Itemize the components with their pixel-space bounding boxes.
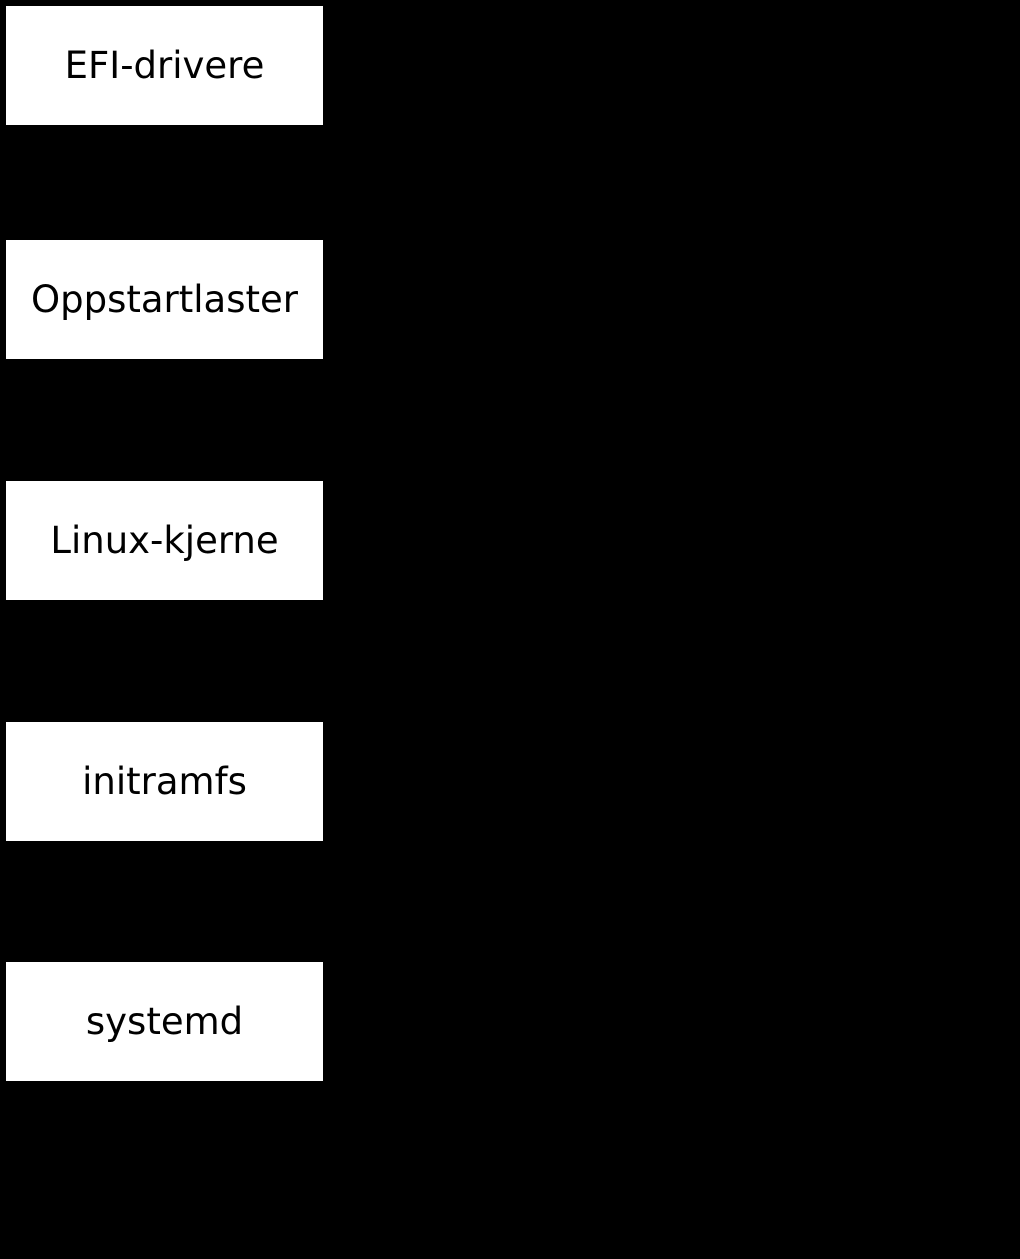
stage-box-efi-drivere[interactable]: EFI-drivere [6, 6, 323, 125]
stage-label: EFI-drivere [64, 44, 265, 87]
stage-label: initramfs [82, 760, 247, 803]
stage-box-systemd[interactable]: systemd [6, 962, 323, 1081]
stage-box-initramfs[interactable]: initramfs [6, 722, 323, 841]
stage-label: Oppstartlaster [31, 278, 298, 321]
stage-box-oppstartlaster[interactable]: Oppstartlaster [6, 240, 323, 359]
stage-label: Linux-kjerne [50, 519, 279, 562]
stage-box-linux-kjerne[interactable]: Linux-kjerne [6, 481, 323, 600]
stage-label: systemd [85, 1000, 244, 1043]
